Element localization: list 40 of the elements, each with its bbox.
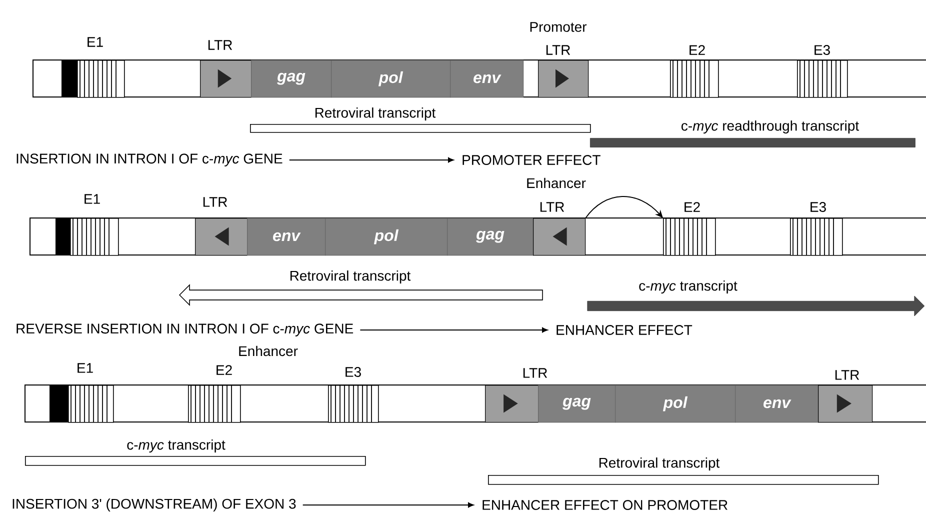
exon-label: E1 [78,363,93,373]
transcript-label: Retroviral transcript [599,457,720,471]
exon-label: E2 [216,365,232,375]
caption-text: ENHANCER EFFECT [556,325,692,335]
gene-segment: pol [331,60,451,98]
ltr-label: LTR [208,40,232,50]
gene-segment: pol [325,218,448,256]
caption-text: INSERTION IN INTRON I OF c-myc GENE [16,154,282,166]
region-label: Enhancer [239,346,298,356]
region-label: Promoter [530,22,587,32]
exon-label: E1 [88,37,103,47]
transcript-label: Retroviral transcript [290,270,411,284]
caption-text: INSERTION 3' (DOWNSTREAM) OF EXON 3 [12,498,296,512]
gene-segment: env [735,385,819,423]
gene-segment: gag [251,60,332,98]
caption-text: ENHANCER EFFECT ON PROMOTER [482,500,728,510]
exon-label: E2 [690,45,705,55]
gene-segment: gag [538,385,616,423]
caption-text: PROMOTER EFFECT [462,155,600,165]
transcript-label: c-myc transcript [639,280,738,294]
ltr-label: LTR [203,197,228,207]
exon-label: E3 [814,45,830,55]
exon-label: E1 [84,194,100,204]
transcript-label: Retroviral transcript [315,107,436,121]
ltr-label: LTR [546,45,570,55]
caption-text: REVERSE INSERTION IN INTRON I OF c-myc GENE [16,324,354,336]
exon-label: E3 [346,367,361,377]
exon-label: E2 [684,202,700,212]
transcript-label: c-myc readthrough transcript [682,120,859,134]
curved-arrow [585,196,663,218]
gene-segment: env [247,218,326,256]
ltr-label: LTR [523,368,548,378]
exon-label: E3 [810,202,826,212]
ltr-label: LTR [835,370,860,380]
gene-segment: gag [447,218,534,256]
gene-segment: pol [615,385,736,423]
ltr-label: LTR [540,202,564,212]
transcript-label: c-myc transcript [127,439,226,453]
gene-segment: env [450,60,524,98]
region-label: Enhancer [527,178,586,188]
